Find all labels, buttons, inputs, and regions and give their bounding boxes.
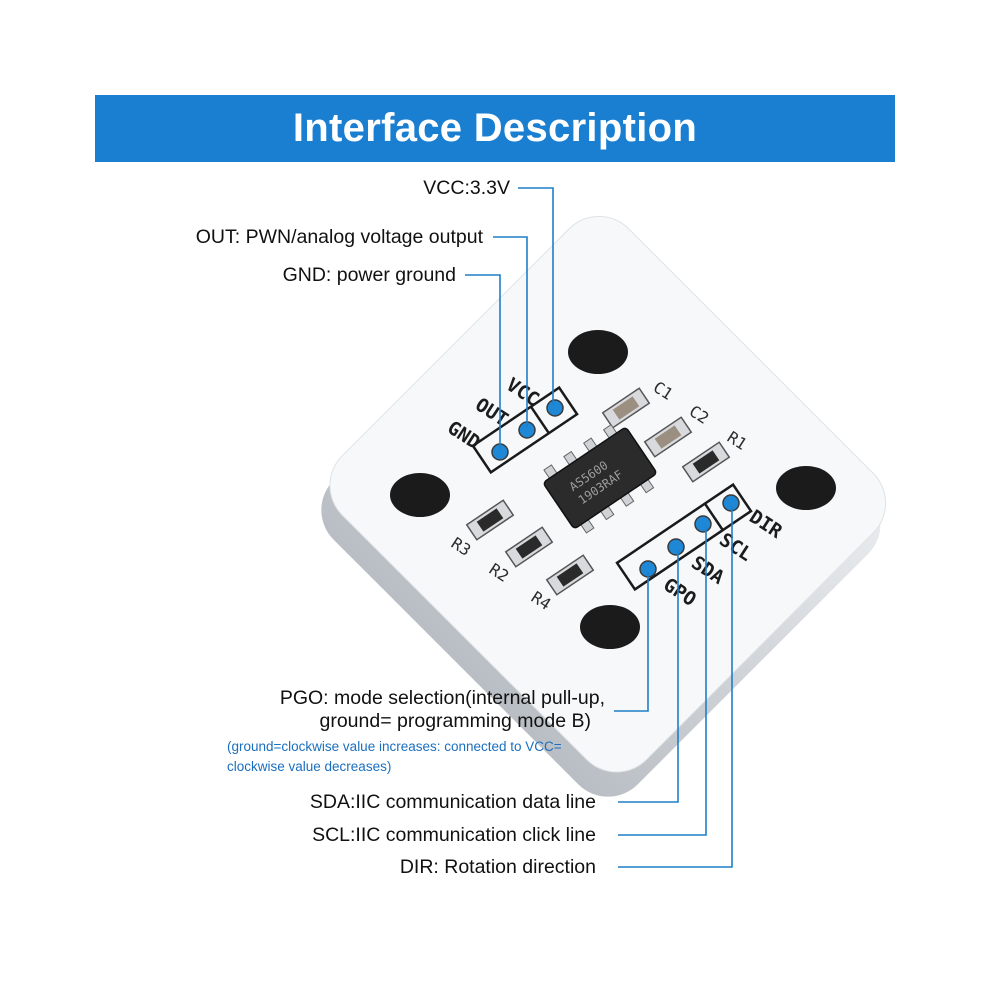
label-scl: SCL:IIC communication click line [312, 824, 596, 846]
right-pin-header [615, 482, 753, 592]
smd-components [465, 387, 731, 596]
page-title: Interface Description [292, 106, 698, 150]
label-gnd: GND: power ground [282, 264, 456, 286]
leader-vcc [518, 187, 554, 405]
label-vcc: VCC:3.3V [423, 177, 510, 199]
pad-dir [722, 494, 740, 512]
leader-gnd [465, 274, 501, 449]
label-dir: DIR: Rotation direction [399, 856, 596, 878]
leader-pgo [614, 572, 649, 712]
pad-vcc [546, 399, 564, 417]
left-pin-header [471, 385, 579, 475]
mounting-hole-left [390, 473, 450, 517]
label-out: OUT: PWN/analog voltage output [195, 226, 483, 248]
leader-sda [618, 550, 679, 803]
mounting-holes [390, 330, 836, 649]
mounting-hole-bottom [580, 605, 640, 649]
pad-scl [694, 515, 712, 533]
leader-scl [618, 527, 707, 836]
mounting-hole-right [776, 466, 836, 510]
pgo-note-line1: (ground=clockwise value increases: conne… [227, 739, 562, 754]
pad-sda [667, 538, 685, 556]
mounting-hole-top [568, 330, 628, 374]
label-pgo-line2: ground= programming mode B) [319, 710, 591, 732]
leader-out [493, 236, 528, 427]
label-pgo-line1: PGO: mode selection(internal pull-up, [279, 687, 605, 709]
header-banner: Interface Description [95, 95, 895, 162]
as5600-chip: AS5600 1903RAF [543, 423, 657, 534]
leader-lines-bottom [614, 506, 733, 868]
pgo-note-line2: clockwise value decreases) [227, 759, 392, 774]
leader-lines-top [465, 187, 554, 449]
leader-dir [618, 506, 733, 868]
label-sda: SDA:IIC communication data line [309, 791, 596, 813]
